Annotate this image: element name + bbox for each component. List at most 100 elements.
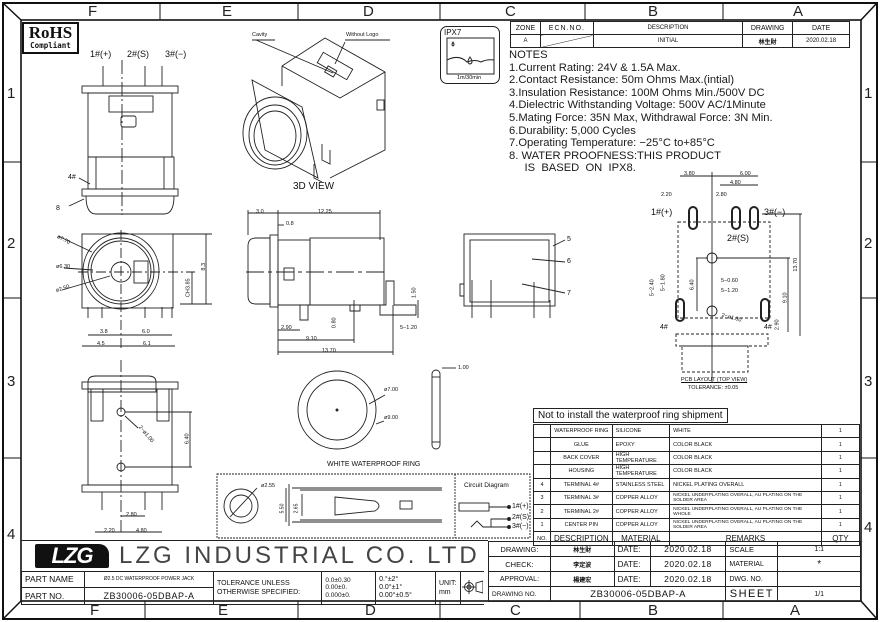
- pcb-pin-4b: 4#: [764, 324, 772, 331]
- dim-d255: ø2.55: [261, 483, 276, 489]
- bom-remarks: NICKEL UNDERPLATING OVERALL, Au PLATING …: [669, 504, 822, 519]
- pcb-dim-910: 9.10: [782, 292, 789, 304]
- ipx-label: IPX7: [444, 28, 462, 37]
- bom-description: HOUSING: [549, 464, 613, 479]
- rear-view-drawing: [459, 233, 566, 318]
- dim-ch385: CH3.85: [185, 278, 192, 298]
- bom-qty: 1: [820, 490, 861, 506]
- ipx7-badge: IPX7 1m/30min: [440, 26, 500, 84]
- zone-col-a-bottom: A: [790, 602, 801, 619]
- dim-08: 0.8: [286, 221, 294, 227]
- bom-no: [533, 423, 551, 439]
- note-item: 8. WATER PROOFNESS:THIS PRODUCT: [509, 149, 721, 162]
- pcb-dim-600: 6.00: [740, 171, 751, 177]
- bom-table: WATERPROOF RING SILICONE WHITE 1 GLUE EP…: [533, 423, 861, 547]
- dim-5-120: 5−1.20: [400, 325, 417, 331]
- part-no-label: PART NO.: [21, 586, 85, 606]
- dim-30: 3.0: [256, 209, 264, 215]
- angular-tol: 0.°±2°: [379, 576, 399, 583]
- bom-row: BACK COVER HIGH TEMPERATURE COLOR BLACK …: [533, 450, 861, 466]
- bom-row: HOUSING HIGH TEMPERATURE COLOR BLACK 1: [533, 464, 861, 479]
- linear-tol: 0.00±0.: [325, 584, 348, 592]
- zone-row-4: 4: [7, 526, 16, 543]
- pin-label-3: 3#(−): [165, 49, 187, 59]
- bom-row: WATERPROOF RING SILICONE WHITE 1: [533, 423, 861, 439]
- bom-no: [533, 464, 551, 479]
- ring-title: WHITE WATERPROOF RING: [327, 461, 421, 468]
- rev-description: INITIAL: [592, 34, 744, 48]
- dim-1370: 13.70: [322, 348, 336, 354]
- note-item: 2.Contact Resistance: 50m Ohms Max.(inti…: [509, 74, 735, 87]
- bom-remarks: NICKEL UNDERPLATING OVERALL, Au PLATING …: [669, 517, 822, 533]
- company-banner: LZG LZG INDUSTRIAL CO. LTD: [21, 540, 488, 571]
- pcb-layout-title: PCB LAYOUT (TOP VIEW): [681, 377, 748, 383]
- pcb-dim-380: 3.80: [684, 171, 695, 177]
- callout-without-logo: Without Logo: [346, 32, 379, 38]
- dim-45: 4.5: [97, 341, 105, 347]
- sheet-value: 1/1: [777, 586, 861, 602]
- bom-no: 3: [533, 490, 551, 506]
- bom-banner: Not to install the waterproof ring shipm…: [533, 408, 728, 423]
- pcb-dim-290: 2.90: [774, 319, 781, 331]
- side-view-drawing: [246, 210, 419, 355]
- circuit-pin-2: 2#(S): [512, 514, 530, 521]
- dim-480: 4.80: [136, 528, 147, 534]
- bom-description: TERMINAL 4#: [549, 477, 613, 492]
- linear-tol: 0.000±0.: [325, 591, 351, 599]
- lzg-logo: LZG: [35, 544, 109, 568]
- bom-material: COPPER ALLOY: [611, 504, 671, 519]
- unit-label: UNIT:: [438, 580, 457, 587]
- notes: NOTES 1.Current Rating: 24V & 1.5A Max. …: [509, 49, 773, 175]
- callout-7: 7: [567, 290, 571, 297]
- approval-date-label: DATE:: [613, 571, 651, 587]
- unit-cell: UNIT: mm: [434, 571, 462, 605]
- dim-1225: 12.25: [318, 209, 332, 215]
- zone-col-f: F: [88, 3, 98, 20]
- unit-value: mm: [438, 589, 451, 596]
- drawing-name: 林生財: [549, 541, 615, 557]
- section-view-drawing: [216, 473, 531, 539]
- callout-cavity: Cavity: [252, 32, 268, 38]
- dim-d900: ø9.00: [384, 415, 399, 421]
- bom-description: TERMINAL 3#: [549, 490, 613, 506]
- check-label: CHECK:: [488, 556, 551, 572]
- pcb-dim-640: 6.40: [689, 279, 696, 291]
- material-label: MATERIAL: [725, 556, 779, 572]
- bom-remarks: WHITE: [669, 423, 822, 439]
- 3d-view-drawing: [242, 37, 390, 183]
- bom-no: 1: [533, 517, 551, 533]
- waterproof-ring-drawing: [297, 367, 456, 450]
- scale-value: 1:1: [777, 541, 861, 557]
- bom-row: 1 CENTER PIN COPPER ALLOY NICKEL UNDERPL…: [533, 517, 861, 533]
- part-no: ZB30006-05DBAP-A: [83, 586, 215, 606]
- bom-material: COPPER ALLOY: [611, 517, 671, 533]
- rohs-subtitle: Compliant: [30, 41, 71, 50]
- callout-6: 6: [567, 258, 571, 265]
- pcb-dim-5-240: 5−2.40: [649, 279, 656, 297]
- pcb-layout-drawing: [675, 172, 802, 382]
- tolerance-label-2: OTHERWISE SPECIFIED:: [217, 589, 301, 596]
- bom-description: CENTER PIN: [549, 517, 613, 533]
- bom-qty: 1: [820, 477, 861, 492]
- label-8: 8: [56, 205, 60, 212]
- dim-150: 1.50: [411, 287, 418, 299]
- bom-material: STAINLESS STEEL: [611, 477, 671, 492]
- bom-material: SILICONE: [611, 423, 671, 439]
- dim-220: 2.20: [104, 528, 115, 534]
- rohs-title: RoHS: [28, 23, 73, 42]
- top-view-drawing: [68, 60, 179, 215]
- zone-col-e-bottom: E: [218, 602, 229, 619]
- pin-label-1: 1#(+): [90, 49, 112, 59]
- dim-38: 3.8: [100, 329, 108, 335]
- dim-60: 6.0: [142, 329, 150, 335]
- bom-no: 4: [533, 477, 551, 492]
- zone-col-c-bottom: C: [510, 602, 521, 619]
- dim-550: 5.50: [279, 503, 286, 514]
- dim-080: 0.80: [331, 317, 338, 329]
- 3d-view-title: 3D VIEW: [293, 181, 335, 192]
- bom-description: BACK COVER: [549, 450, 613, 466]
- bom-row: 4 TERMINAL 4# STAINLESS STEEL NICKEL PLA…: [533, 477, 861, 492]
- zone-row-1-right: 1: [864, 85, 873, 102]
- dim-280: 2.80: [126, 512, 137, 518]
